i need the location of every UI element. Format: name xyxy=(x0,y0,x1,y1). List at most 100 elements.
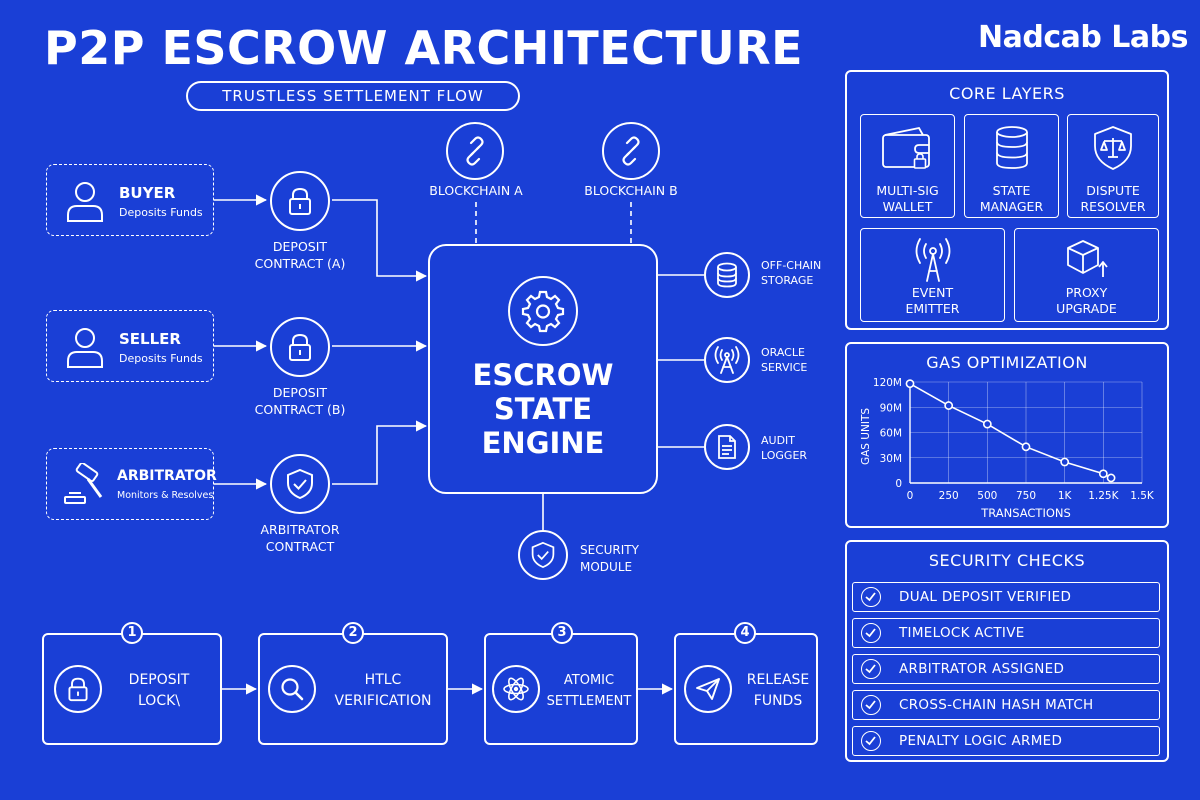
step-4-label: RELEASE FUNDS xyxy=(746,672,810,709)
broadcast-icon xyxy=(915,238,950,282)
data-point xyxy=(905,379,915,389)
y-tick-label: 30M xyxy=(880,453,902,465)
arbitrator-contract-label: ARBITRATOR CONTRACT xyxy=(260,522,340,554)
deposit-contract-b-label: DEPOSIT CONTRACT (B) xyxy=(254,385,346,417)
core-layer-label: DISPUTE RESOLVER xyxy=(1080,183,1146,214)
step-2-label: HTLC VERIFICATION xyxy=(334,672,432,709)
core-layer-label: MULTI-SIG WALLET xyxy=(876,183,939,214)
data-point xyxy=(944,401,954,410)
security-check-label: PENALTY LOGIC ARMED xyxy=(899,733,1063,749)
security-check-row: PENALTY LOGIC ARMED xyxy=(852,726,1160,756)
x-tick-label: 1.5K xyxy=(1130,490,1155,502)
gear-icon xyxy=(521,290,565,333)
seller-box: SELLER Deposits Funds xyxy=(46,310,214,382)
shield-check-icon xyxy=(287,468,313,500)
shield-check-icon xyxy=(531,541,555,569)
core-layer-dispute-resolver: DISPUTE RESOLVER xyxy=(1067,114,1159,218)
lock-icon xyxy=(68,677,88,702)
security-module-label: SECURITY MODULE xyxy=(580,543,639,574)
arrow-arbitrator-contract-to-engine xyxy=(332,420,428,485)
chain-link-icon xyxy=(622,136,640,166)
step-4-icon-ring xyxy=(684,665,732,713)
security-check-row: DUAL DEPOSIT VERIFIED xyxy=(852,582,1160,612)
page-title: P2P ESCROW ARCHITECTURE xyxy=(44,21,804,75)
security-checks-panel: SECURITY CHECKS xyxy=(845,540,1169,762)
user-icon xyxy=(67,328,103,368)
step-4-number: 4 xyxy=(734,622,756,644)
escrow-state-engine: ESCROW STATE ENGINE xyxy=(428,244,658,494)
security-checks-title: SECURITY CHECKS xyxy=(928,551,1086,570)
check-circle-icon xyxy=(861,731,881,751)
core-layers-title: CORE LAYERS xyxy=(949,84,1065,103)
wallet-icon xyxy=(881,126,930,169)
brand-logo: Nadcab Labs xyxy=(978,20,1188,55)
arbitrator-box: ARBITRATOR Monitors & Resolves xyxy=(46,448,217,520)
seller-desc: Deposits Funds xyxy=(119,352,203,365)
audit-logger-node xyxy=(704,424,750,470)
step-3-number: 3 xyxy=(551,622,573,644)
check-circle-icon xyxy=(861,623,881,643)
core-layer-state-manager: STATE MANAGER xyxy=(964,114,1059,218)
antenna-icon xyxy=(714,346,740,374)
series-line xyxy=(909,382,1112,479)
document-icon xyxy=(718,435,736,459)
y-tick-label: 0 xyxy=(895,478,902,490)
data-point xyxy=(1106,473,1116,483)
blockchain-b-label: BLOCKCHAIN B xyxy=(584,183,678,198)
check-circle-icon xyxy=(861,659,881,679)
core-layer-label: EVENT EMITTER xyxy=(905,285,960,316)
y-tick-label: 90M xyxy=(880,402,902,414)
oracle-service-node xyxy=(704,337,750,383)
atom-icon xyxy=(503,677,529,701)
cube-icon xyxy=(1066,240,1108,277)
database-icon xyxy=(995,126,1028,169)
paper-plane-icon xyxy=(696,678,720,700)
core-layer-label: STATE MANAGER xyxy=(979,183,1044,214)
gas-optimization-title: GAS OPTIMIZATION xyxy=(926,353,1088,372)
data-point xyxy=(1021,442,1031,452)
database-icon xyxy=(717,262,737,288)
step-3-label: ATOMIC SETTLEMENT xyxy=(546,673,632,709)
x-tick-label: 1K xyxy=(1058,490,1073,502)
arbitrator-contract-node xyxy=(270,454,330,514)
security-check-label: DUAL DEPOSIT VERIFIED xyxy=(899,589,1072,605)
buyer-box: BUYER Deposits Funds xyxy=(46,164,214,236)
check-circle-icon xyxy=(861,587,881,607)
arrow-contract-a-to-engine xyxy=(332,199,428,282)
seller-name: SELLER xyxy=(119,330,181,348)
gas-optimization-panel: GAS OPTIMIZATION xyxy=(845,342,1169,528)
user-icon xyxy=(67,182,103,222)
magnifier-icon xyxy=(281,678,304,701)
chain-link-icon xyxy=(466,136,484,166)
step-1-icon-ring xyxy=(54,665,102,713)
y-tick-label: 120M xyxy=(873,377,902,389)
security-module-node xyxy=(518,530,568,580)
core-layer-multisig-wallet: MULTI-SIG WALLET xyxy=(860,114,955,218)
page-subtitle: TRUSTLESS SETTLEMENT FLOW xyxy=(186,81,520,111)
oracle-service-label: ORACLE SERVICE xyxy=(761,346,808,374)
security-check-label: TIMELOCK ACTIVE xyxy=(899,625,1025,641)
y-axis-title: GAS UNITS xyxy=(860,408,872,465)
check-circle-icon xyxy=(861,695,881,715)
x-tick-label: 500 xyxy=(977,490,997,502)
audit-logger-label: AUDIT LOGGER xyxy=(761,434,808,462)
deposit-contract-a-label: DEPOSIT CONTRACT (A) xyxy=(254,239,346,271)
core-layers-panel: CORE LAYERS MULTI-SIG WALLET xyxy=(845,70,1169,330)
y-tick-label: 60M xyxy=(880,428,902,440)
scales-shield-icon xyxy=(1094,126,1132,170)
security-check-row: TIMELOCK ACTIVE xyxy=(852,618,1160,648)
arbitrator-name: ARBITRATOR xyxy=(117,468,217,484)
step-1-label: DEPOSIT LOCK\ xyxy=(128,672,190,709)
deposit-contract-b-node xyxy=(270,317,330,377)
arbitrator-desc: Monitors & Resolves xyxy=(117,490,214,501)
blockchain-a-label: BLOCKCHAIN A xyxy=(429,183,523,198)
security-check-label: ARBITRATOR ASSIGNED xyxy=(899,661,1065,677)
lock-icon xyxy=(289,333,311,361)
gavel-icon xyxy=(64,463,103,504)
lock-icon xyxy=(289,187,311,215)
data-point xyxy=(1060,457,1070,467)
x-tick-label: 750 xyxy=(1016,490,1036,502)
